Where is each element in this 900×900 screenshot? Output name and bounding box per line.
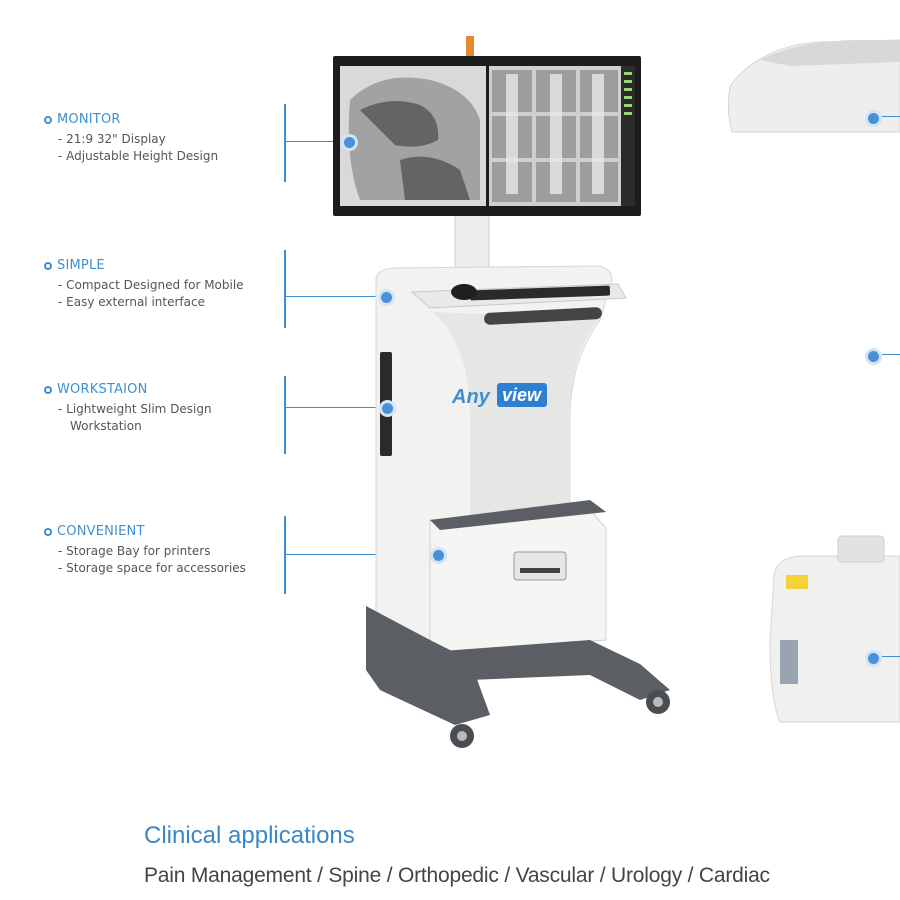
warning-label [786,575,808,589]
bullet-icon [44,385,52,394]
callout-bar [284,376,286,454]
handle-bar [484,307,602,325]
storage-bay [429,509,607,653]
callout-line [286,407,382,408]
brand-view: view [502,385,542,405]
keyboard [469,285,611,301]
callout-dot [865,110,882,127]
callout-dot [865,348,882,365]
feature-line: - 21:9 32" Display [58,132,166,146]
callout-bar [284,516,286,594]
callout-line [882,656,900,657]
base-right [430,640,670,700]
feature-line: - Adjustable Height Design [58,149,219,163]
callout-bar [284,250,286,328]
callout-line [882,354,900,355]
brand-badge [497,383,547,407]
feature-convenient: CONVENIENT - Storage Bay for printers - … [44,524,246,576]
bullet-icon [44,261,52,270]
callout-line [286,554,434,555]
callout-dot [378,289,395,306]
feature-line: - Lightweight Slim Design [58,402,212,416]
feature-line: Workstation [70,419,142,433]
callout-dot [865,650,882,667]
callout-dot [379,400,396,417]
bullet-icon [44,115,52,124]
callout-bar [284,104,286,182]
callout-line [882,116,900,117]
callout-line [286,141,348,142]
printer-slot [513,551,567,581]
feature-simple: SIMPLE - Compact Designed for Mobile - E… [44,258,244,310]
base-left [366,606,490,725]
storage-top [430,500,606,530]
brand-any: Any [451,386,491,408]
feature-line: - Storage Bay for printers [58,544,211,558]
clinical-list: Pain Management / Spine / Orthopedic / V… [144,864,770,887]
feature-title: SIMPLE [57,258,105,273]
feature-monitor: MONITOR - 21:9 32" Display - Adjustable … [44,112,218,164]
clinical-title: Clinical applications [144,822,355,849]
callout-dot [341,134,358,151]
feature-title: WORKSTAION [57,382,148,397]
mouse [451,284,477,300]
feature-title: MONITOR [57,112,121,127]
feature-workstation: WORKSTAION - Lightweight Slim Design Wor… [44,382,212,434]
device-bottom-right [769,555,900,723]
feature-line: - Compact Designed for Mobile [58,278,244,292]
feature-line: - Easy external interface [58,295,205,309]
feature-line: - Storage space for accessories [58,561,246,575]
callout-dot [430,547,447,564]
status-light [466,36,474,56]
feature-title: CONVENIENT [57,524,145,539]
callout-line [286,296,381,297]
bullet-icon [44,527,52,536]
